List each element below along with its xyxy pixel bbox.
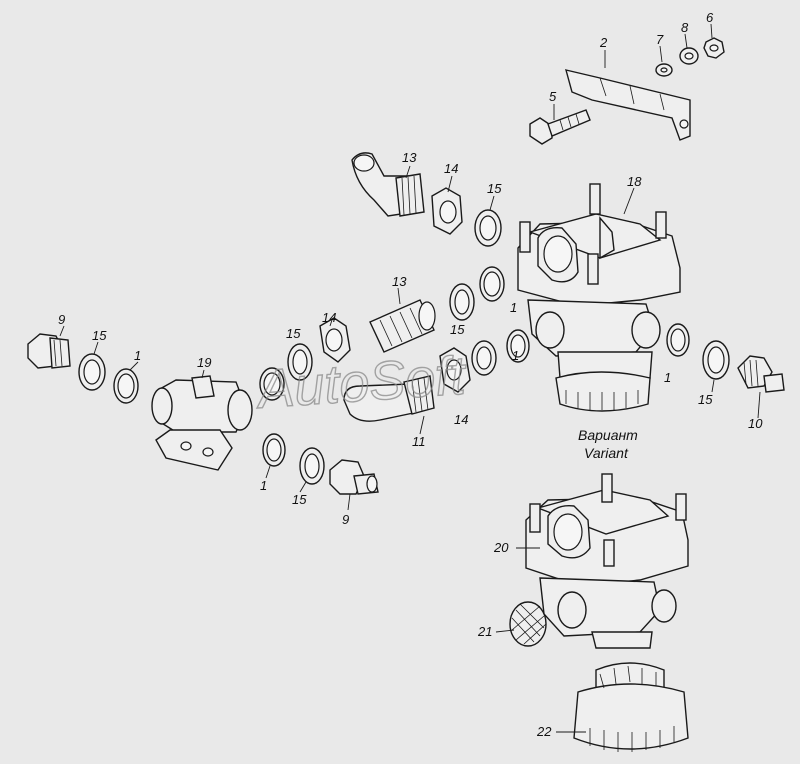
leader-9a <box>59 325 65 337</box>
ring-1-left-mid <box>259 367 285 401</box>
leader-15d <box>93 341 99 355</box>
callout-18: 18 <box>627 174 642 189</box>
filter-21 <box>509 601 547 647</box>
leader-15a <box>489 195 495 211</box>
fitting-13-middle <box>369 299 436 353</box>
ring-1-lower <box>262 433 286 467</box>
watermark: AutoSoft <box>253 345 469 420</box>
leader-1b <box>129 361 139 371</box>
ring-1-left <box>113 368 139 404</box>
washer-7 <box>655 63 673 77</box>
callout-9-lower: 9 <box>342 512 349 527</box>
callout-21: 21 <box>477 624 492 639</box>
leader-11 <box>419 415 425 435</box>
callout-9-left: 9 <box>58 312 65 327</box>
callout-5: 5 <box>549 89 557 104</box>
variant-label-ru: Вариант <box>578 427 638 443</box>
variant-label-en: Variant <box>584 445 629 461</box>
callout-1-left: 1 <box>134 348 141 363</box>
plug-10 <box>737 355 785 393</box>
valve-18 <box>517 183 681 412</box>
bolt-5 <box>529 109 591 145</box>
leader-7 <box>659 45 663 63</box>
muffler-22 <box>573 662 689 752</box>
callout-7: 7 <box>656 32 664 47</box>
callout-13-middle: 13 <box>392 274 407 289</box>
leader-21 <box>495 629 515 633</box>
callout-15-middle2: 15 <box>450 322 465 337</box>
elbow-fitting-13-upper <box>351 152 425 217</box>
callout-8: 8 <box>681 20 689 35</box>
ring-15-lower <box>299 447 325 485</box>
bracket-2 <box>565 69 691 141</box>
leader-6 <box>710 23 713 39</box>
leader-13a <box>405 165 411 179</box>
nut-14-lower <box>439 347 471 393</box>
callout-19: 19 <box>197 355 211 370</box>
leader-9b <box>347 493 351 511</box>
leader-19 <box>201 369 205 379</box>
callout-10: 10 <box>748 416 763 431</box>
callout-1-right: 1 <box>664 370 671 385</box>
callout-15-middle: 15 <box>286 326 301 341</box>
callout-1-lower: 1 <box>260 478 267 493</box>
leader-8 <box>684 33 688 49</box>
ring-15-right-b <box>702 340 730 380</box>
leader-18 <box>623 187 635 215</box>
plug-9-left <box>27 333 71 369</box>
leader-10 <box>757 391 761 419</box>
nut-6 <box>703 37 725 59</box>
washer-8 <box>679 47 699 65</box>
callout-14-lower: 14 <box>454 412 468 427</box>
nut-14-upper <box>431 187 463 235</box>
ring-1-middle <box>479 266 505 302</box>
callout-11: 11 <box>412 434 426 449</box>
ring-15-middle <box>449 283 475 321</box>
leader-15e <box>299 481 307 493</box>
callout-13-upper: 13 <box>402 150 417 165</box>
ring-1-right-b <box>666 323 690 357</box>
callout-14-upper: 14 <box>444 161 458 176</box>
leader-14a <box>447 175 453 193</box>
ring-15-left <box>78 353 106 391</box>
callout-15-lower: 15 <box>292 492 307 507</box>
tee-19 <box>151 375 253 471</box>
plug-9-lower <box>329 459 379 495</box>
callout-1-right-a: 1 <box>512 348 519 363</box>
callout-1-middle: 1 <box>510 300 517 315</box>
ring-15-upper <box>474 209 502 247</box>
leader-1d <box>265 465 271 479</box>
valve-20 <box>525 473 689 649</box>
ring-1-right-a <box>506 329 530 363</box>
leader-15f <box>711 379 715 393</box>
callout-20: 20 <box>493 540 509 555</box>
callout-6: 6 <box>706 10 714 25</box>
nut-14-middle <box>319 317 351 363</box>
leader-13b <box>397 287 401 305</box>
elbow-11 <box>343 375 435 422</box>
callout-14-middle: 14 <box>322 310 336 325</box>
callout-22: 22 <box>536 724 552 739</box>
ring-15-middle2 <box>287 343 313 381</box>
leader-14b <box>329 319 333 327</box>
callout-2: 2 <box>599 35 608 50</box>
callout-15-right: 15 <box>698 392 713 407</box>
ring-15-right <box>471 340 497 376</box>
callout-15-left: 15 <box>92 328 107 343</box>
callout-15-upper: 15 <box>487 181 502 196</box>
